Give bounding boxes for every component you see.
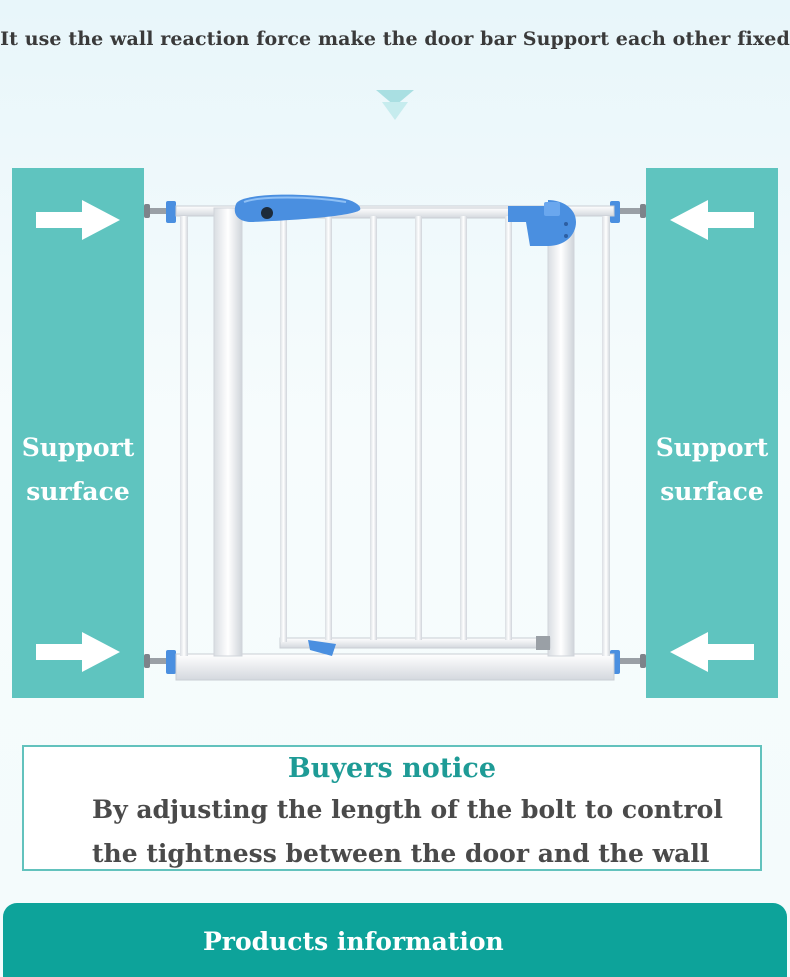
buyers-notice-box: Buyers notice By adjusting the length of… (22, 745, 762, 871)
double-chevron-down-icon (376, 90, 414, 120)
foot-pedal (308, 640, 336, 656)
arrow-right-icon (36, 200, 120, 240)
support-surface-label-left: Support surface (12, 426, 144, 514)
footer-title: Products information (203, 927, 504, 956)
right-support-panel: Support surface (646, 168, 778, 698)
headline: It use the wall reaction force make the … (0, 28, 790, 50)
notice-line-2: the tightness between the door and the w… (92, 839, 710, 868)
notice-title: Buyers notice (287, 753, 497, 784)
support-surface-label-right: Support surface (646, 426, 778, 514)
wall-bolt-top-right (610, 201, 646, 223)
gate-handle (234, 194, 361, 222)
notice-line-1: By adjusting the length of the bolt to c… (92, 795, 723, 824)
safety-gate-illustration (144, 194, 646, 681)
wall-bolt-bottom-right (610, 650, 646, 674)
panel-label-line1: Support (21, 433, 135, 462)
panel-label-line2: surface (26, 477, 130, 506)
arrow-right-icon (36, 632, 120, 672)
wall-bolt-bottom-left (144, 650, 176, 674)
left-support-panel: Support surface (12, 168, 144, 698)
panel-label-line2: surface (660, 477, 764, 506)
wall-bolt-top-left (144, 201, 176, 223)
arrow-left-icon (670, 200, 754, 240)
arrow-left-icon (670, 632, 754, 672)
products-information-header: Products information (3, 903, 787, 977)
gate-latch (508, 200, 576, 246)
panel-label-line1: Support (655, 433, 769, 462)
